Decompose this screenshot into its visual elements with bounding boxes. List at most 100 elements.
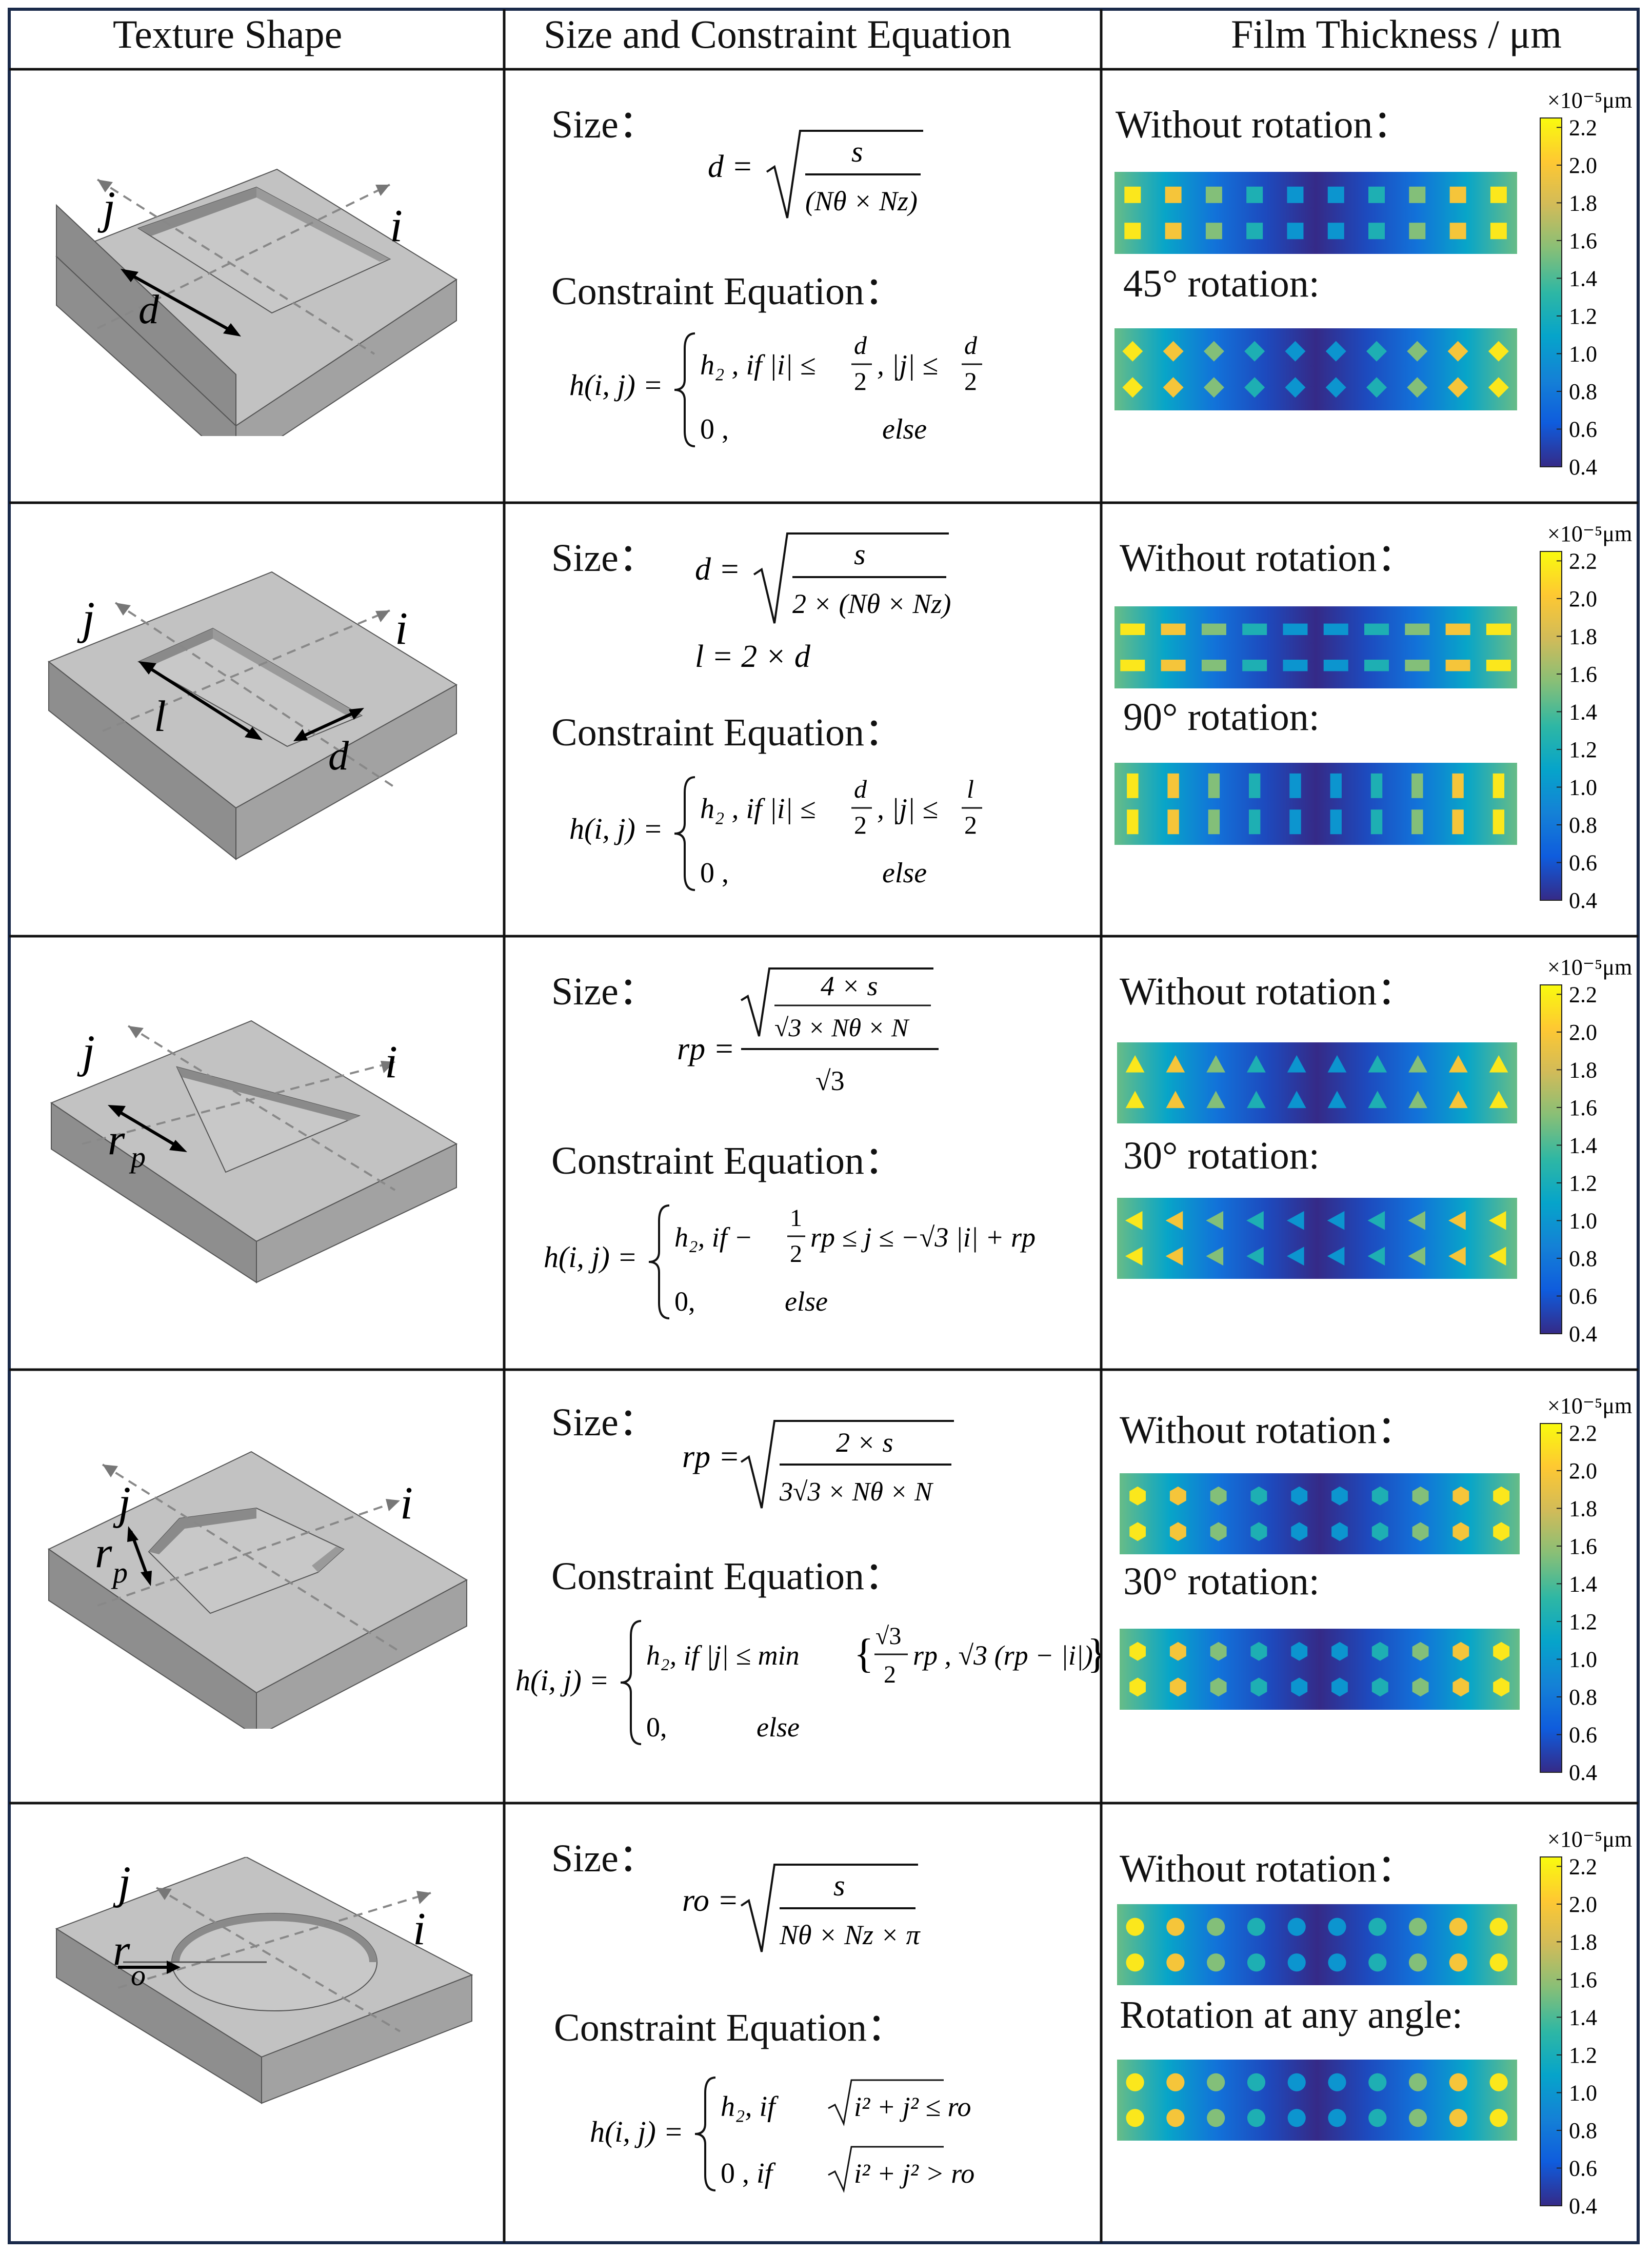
- texture-marker: [1161, 660, 1186, 671]
- svg-text:l = 2 × d: l = 2 × d: [695, 639, 811, 674]
- heatmap-background: [1117, 1904, 1517, 1985]
- without-rotation-label: Without rotation：: [1116, 103, 1412, 146]
- texture-marker: [1368, 1091, 1387, 1109]
- colorbar-tick-label: 2.0: [1569, 1458, 1597, 1484]
- colorbar-tick-label: 0.8: [1569, 1246, 1597, 1271]
- svg-text:h₂, if −: h₂, if −: [674, 1222, 753, 1253]
- texture-marker: [1448, 1247, 1466, 1266]
- size-label: Size：: [551, 103, 658, 146]
- texture-marker: [1287, 223, 1304, 240]
- texture-marker: [1327, 186, 1344, 203]
- texture-marker: [1166, 2073, 1185, 2091]
- constraint-label: Constraint Equation：: [551, 1139, 904, 1182]
- texture-marker: [1493, 1486, 1510, 1506]
- size-label: Size：: [551, 1837, 658, 1880]
- film-heatmap-rotated: [1114, 328, 1517, 410]
- colorbar-tick-label: 2.2: [1569, 548, 1597, 574]
- texture-marker: [1488, 1211, 1506, 1230]
- colorbar-unit: ×10⁻⁵μm: [1547, 1393, 1632, 1418]
- texture-marker: [1449, 1917, 1467, 1936]
- texture-marker: [1169, 1642, 1186, 1661]
- texture-marker: [1331, 1522, 1348, 1541]
- heatmap-background: [1120, 1473, 1520, 1554]
- texture-marker: [1412, 1677, 1429, 1697]
- svg-text:rp , √3 (rp − |i|): rp , √3 (rp − |i|): [913, 1640, 1093, 1671]
- svg-text:√3 × Nθ × N: √3 × Nθ × N: [774, 1013, 910, 1042]
- svg-text:d: d: [854, 331, 867, 360]
- film-heatmap-no-rotation: [1120, 1473, 1520, 1554]
- colorbar-tick-label: 0.6: [1569, 1283, 1597, 1309]
- texture-marker: [1244, 377, 1265, 398]
- colorbar-tick-label: 1.2: [1569, 1609, 1597, 1634]
- texture-marker: [1250, 1677, 1267, 1697]
- svg-text:s: s: [854, 538, 866, 571]
- colorbar-tick-label: 1.4: [1569, 1571, 1597, 1596]
- texture-marker: [1411, 773, 1423, 798]
- texture-marker: [1291, 1677, 1308, 1697]
- texture-marker: [1371, 1677, 1388, 1697]
- colorbar-gradient: [1540, 117, 1562, 467]
- svg-text:0 ,: 0 ,: [700, 413, 729, 445]
- texture-marker: [1287, 186, 1304, 203]
- svg-text:0,: 0,: [646, 1712, 667, 1743]
- texture-marker: [1323, 623, 1348, 635]
- constraint-equation: h(i, j) = h₂ , if |i| ≤ d 2 , |j| ≤ d 2 …: [569, 331, 982, 447]
- texture-marker: [1210, 1486, 1227, 1506]
- texture-marker: [1408, 1247, 1425, 1266]
- texture-marker: [1203, 341, 1224, 362]
- texture-marker: [1489, 1953, 1508, 1972]
- svg-text:else: else: [785, 1286, 828, 1317]
- colorbar-unit: ×10⁻⁵μm: [1547, 521, 1632, 546]
- texture-marker: [1323, 660, 1348, 671]
- colorbar-tick-label: 1.0: [1569, 2080, 1597, 2105]
- svg-text:h(i, j) =: h(i, j) =: [515, 1664, 609, 1697]
- without-rotation-label: Without rotation：: [1120, 1847, 1416, 1890]
- texture-marker: [1445, 623, 1470, 635]
- svg-text:2: 2: [790, 1240, 802, 1268]
- size-label: Size：: [551, 537, 658, 580]
- rotation-label: Rotation at any angle:: [1120, 1993, 1463, 2036]
- colorbar-tick-label: 0.6: [1569, 2156, 1597, 2181]
- colorbar-tick-label: 0.8: [1569, 813, 1597, 838]
- texture-marker: [1371, 1486, 1388, 1506]
- rotation-label: 30° rotation:: [1123, 1560, 1320, 1603]
- colorbar-tick-label: 1.2: [1569, 304, 1597, 329]
- svg-text:Nθ × Nz × π: Nθ × Nz × π: [779, 1920, 921, 1950]
- colorbar-tick-label: 2.0: [1569, 1892, 1597, 1917]
- texture-marker: [1368, 1953, 1387, 1972]
- constraint-label: Constraint Equation：: [551, 711, 904, 754]
- texture-marker: [1247, 1055, 1266, 1073]
- texture-marker: [1452, 809, 1464, 835]
- texture-marker: [1368, 186, 1385, 203]
- colorbar-tick-label: 2.0: [1569, 586, 1597, 611]
- texture-marker: [1371, 1522, 1388, 1541]
- svg-text:0 ,: 0 ,: [700, 857, 729, 889]
- texture-marker: [1452, 1486, 1469, 1506]
- svg-text:rp ≤ j ≤ −√3 |i| + rp: rp ≤ j ≤ −√3 |i| + rp: [810, 1222, 1036, 1253]
- header-texture-shape: Texture Shape: [113, 12, 343, 56]
- colorbar-tick-label: 1.6: [1569, 662, 1597, 687]
- texture-marker: [1327, 1211, 1345, 1230]
- constraint-equation: h(i, j) = h₂, if |j| ≤ min { √3 2 rp , √…: [515, 1620, 1100, 1745]
- texture-marker: [1126, 2073, 1144, 2091]
- texture-marker: [1368, 223, 1385, 240]
- texture-marker: [1287, 1091, 1306, 1109]
- texture-marker: [1327, 1055, 1347, 1073]
- colorbar-tick-label: 0.6: [1569, 850, 1597, 875]
- colorbar-tick-label: 0.8: [1569, 2118, 1597, 2143]
- texture-marker: [1169, 1677, 1186, 1697]
- svg-text:2 × s: 2 × s: [836, 1427, 893, 1458]
- texture-marker: [1489, 1055, 1508, 1073]
- svg-text:ro =: ro =: [682, 1883, 739, 1918]
- colorbar-tick-label: 1.0: [1569, 775, 1597, 800]
- heatmap-background: [1117, 1198, 1517, 1279]
- texture-marker: [1367, 1211, 1385, 1230]
- colorbar-gradient: [1540, 1423, 1562, 1773]
- colorbar-gradient: [1540, 1856, 1562, 2206]
- texture-marker: [1125, 1247, 1143, 1266]
- axis-i-label: i: [400, 1478, 413, 1529]
- texture-marker: [1287, 2109, 1306, 2127]
- texture-marker: [1408, 1055, 1427, 1073]
- colorbar-tick-label: 2.2: [1569, 982, 1597, 1007]
